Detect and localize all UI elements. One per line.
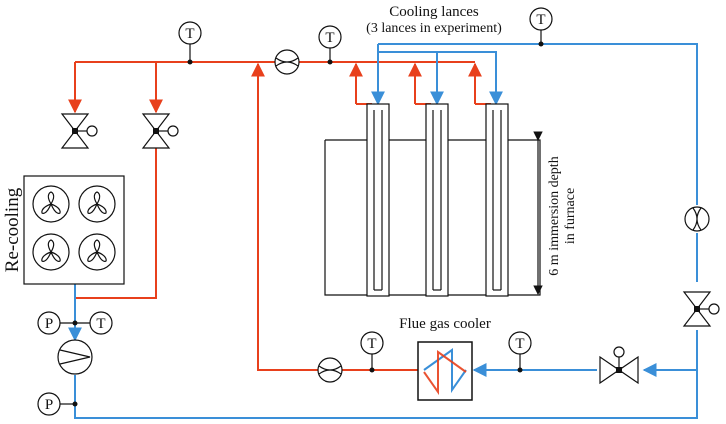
svg-text:P: P: [45, 316, 53, 332]
valve-icon: [60, 113, 98, 149]
cooling-lance-1: [366, 103, 390, 297]
svg-text:P: P: [45, 397, 53, 413]
temperature-sensor: T: [508, 331, 532, 373]
flow-meter-icon: [317, 357, 343, 383]
valve-icon: [141, 113, 179, 149]
svg-text:T: T: [325, 30, 334, 46]
pressure-sensor: P: [37, 392, 78, 416]
temperature-sensor: T: [89, 311, 113, 335]
cooling-lances-note: (3 lances in experiment): [366, 21, 502, 36]
furnace-outline: [324, 139, 541, 296]
immersion-depth-sublabel: in furnace: [563, 188, 578, 244]
immersion-depth-label: 6 m immersion depth: [547, 156, 562, 275]
cooling-lances-title: Cooling lances: [389, 4, 479, 20]
flow-meter-icon: [684, 206, 710, 232]
flow-meter-icon: [274, 49, 300, 75]
cold-pipework: [68, 43, 698, 419]
hot-return-line: [251, 62, 418, 371]
recooler-unit: [23, 175, 125, 285]
fan-icon: [78, 185, 116, 223]
flue-gas-cooler-label: Flue gas cooler: [399, 316, 491, 332]
temperature-sensor: T: [529, 7, 553, 47]
cooling-lance-2: [425, 103, 449, 297]
pressure-sensor: P: [37, 311, 90, 335]
cold-lance3-feed: [437, 51, 503, 106]
svg-text:T: T: [515, 336, 524, 352]
fan-icon: [32, 233, 70, 271]
temperature-sensor: T: [178, 21, 202, 65]
cold-header-line: [378, 43, 698, 205]
valve-icon: [682, 291, 720, 327]
svg-text:T: T: [367, 336, 376, 352]
svg-text:T: T: [536, 12, 545, 28]
fan-icon: [32, 185, 70, 223]
fan-icon: [78, 233, 116, 271]
valve-icon: [599, 346, 639, 385]
cold-lance2-feed: [378, 51, 444, 106]
hot-bypass-line: [75, 148, 157, 299]
recooling-label: Re-cooling: [2, 187, 23, 272]
svg-text:T: T: [185, 26, 194, 42]
pump-icon: [57, 339, 93, 375]
temperature-sensor: T: [360, 331, 384, 373]
svg-text:T: T: [96, 316, 105, 332]
flue-gas-cooler: [417, 341, 473, 401]
temperature-sensor: T: [318, 25, 342, 65]
cooling-lance-3: [485, 103, 509, 297]
